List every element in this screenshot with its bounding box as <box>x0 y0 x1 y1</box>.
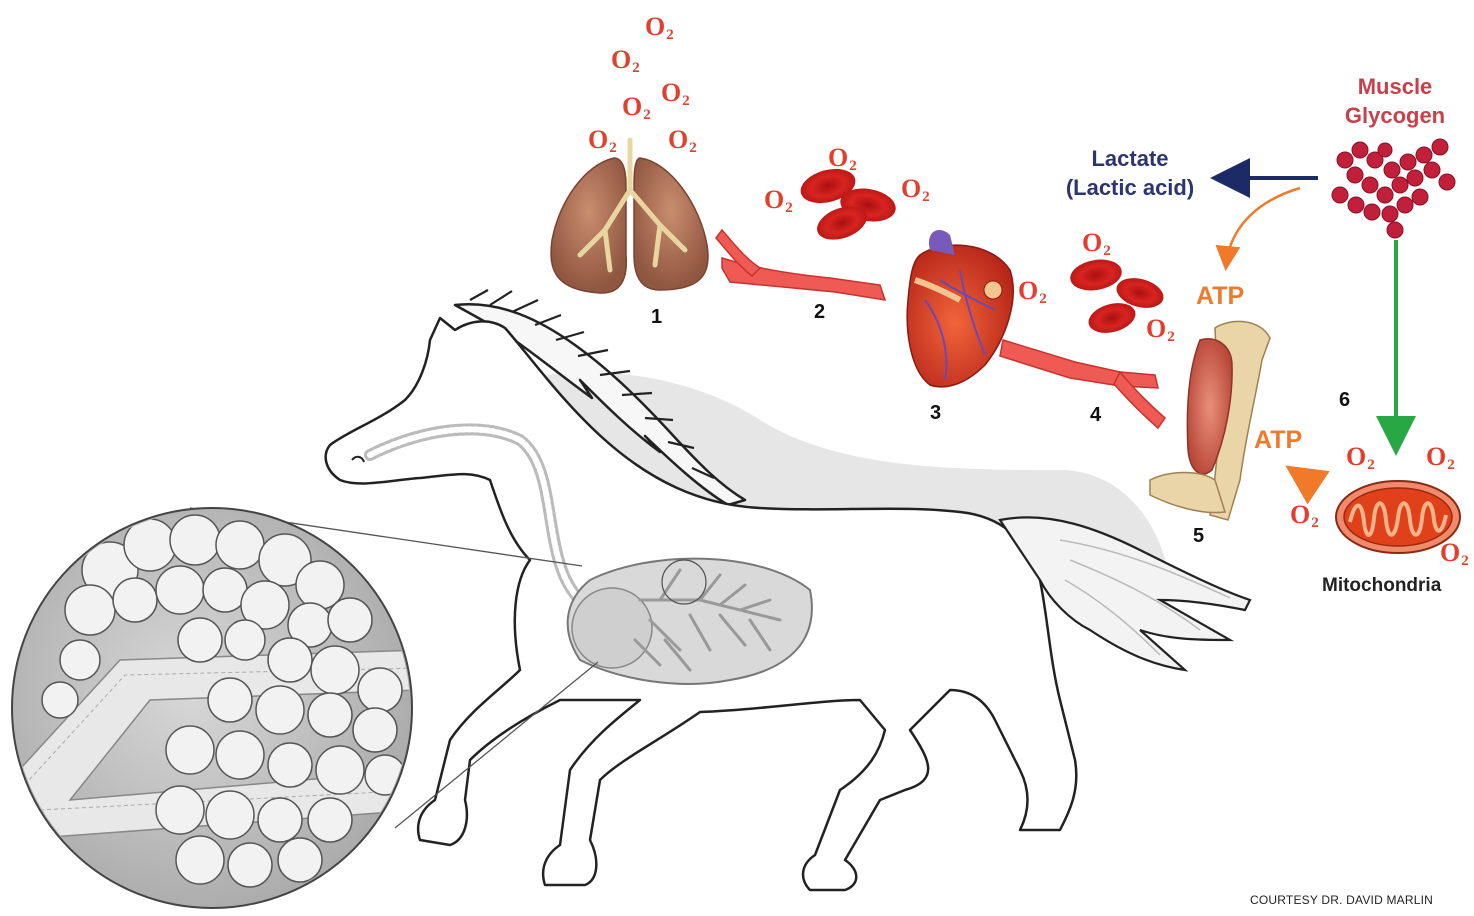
oxygen-label: O2 <box>645 14 674 40</box>
lungs-icon <box>551 140 708 293</box>
oxygen-label: O2 <box>668 127 697 153</box>
blood-vessel-icon-2 <box>1000 340 1158 388</box>
oxygen-label: O2 <box>1018 278 1047 304</box>
oxygen-label: O2 <box>611 47 640 73</box>
oxygen-label: O2 <box>661 80 690 106</box>
glycogen-to-atp-arrow <box>1226 188 1300 266</box>
step-number-4: 4 <box>1090 404 1101 427</box>
step-number-2: 2 <box>814 301 825 324</box>
step-number-6: 6 <box>1339 389 1350 412</box>
oxygen-label: O2 <box>1146 316 1175 342</box>
image-credit: COURTESY DR. DAVID MARLIN <box>1250 893 1433 907</box>
oxygen-label: O2 <box>1346 444 1375 470</box>
atp-label-mid: ATP <box>1254 426 1302 455</box>
oxygen-label: O2 <box>1440 540 1469 566</box>
lactate-label: Lactate (Lactic acid) <box>1044 145 1216 202</box>
heart-icon <box>907 230 1013 387</box>
oxygen-label: O2 <box>622 94 651 120</box>
atp-label-top: ATP <box>1196 282 1244 311</box>
step-number-1: 1 <box>651 306 662 329</box>
oxygen-label: O2 <box>1082 230 1111 256</box>
step-number-5: 5 <box>1193 525 1204 548</box>
muscle-glycogen-line1: Muscle <box>1328 73 1462 102</box>
oxygen-label: O2 <box>828 145 857 171</box>
lactate-line2: (Lactic acid) <box>1044 174 1216 203</box>
arm-muscle-icon <box>1150 321 1270 520</box>
lactate-line1: Lactate <box>1044 145 1216 174</box>
oxygen-label: O2 <box>764 187 793 213</box>
step-number-3: 3 <box>930 402 941 425</box>
oxygen-label: O2 <box>588 127 617 153</box>
muscle-glycogen-line2: Glycogen <box>1328 102 1462 131</box>
mitochondria-label: Mitochondria <box>1322 575 1441 597</box>
muscle-glycogen-label: Muscle Glycogen <box>1328 73 1462 130</box>
mitochondria-to-atp-arrow <box>1292 470 1316 486</box>
oxygen-label: O2 <box>901 176 930 202</box>
red-blood-cells-icon <box>797 163 899 246</box>
oxygen-label: O2 <box>1290 502 1319 528</box>
oxygen-label: O2 <box>1426 444 1455 470</box>
glycogen-icon <box>1332 139 1455 238</box>
alveoli-magnifier <box>10 508 420 908</box>
